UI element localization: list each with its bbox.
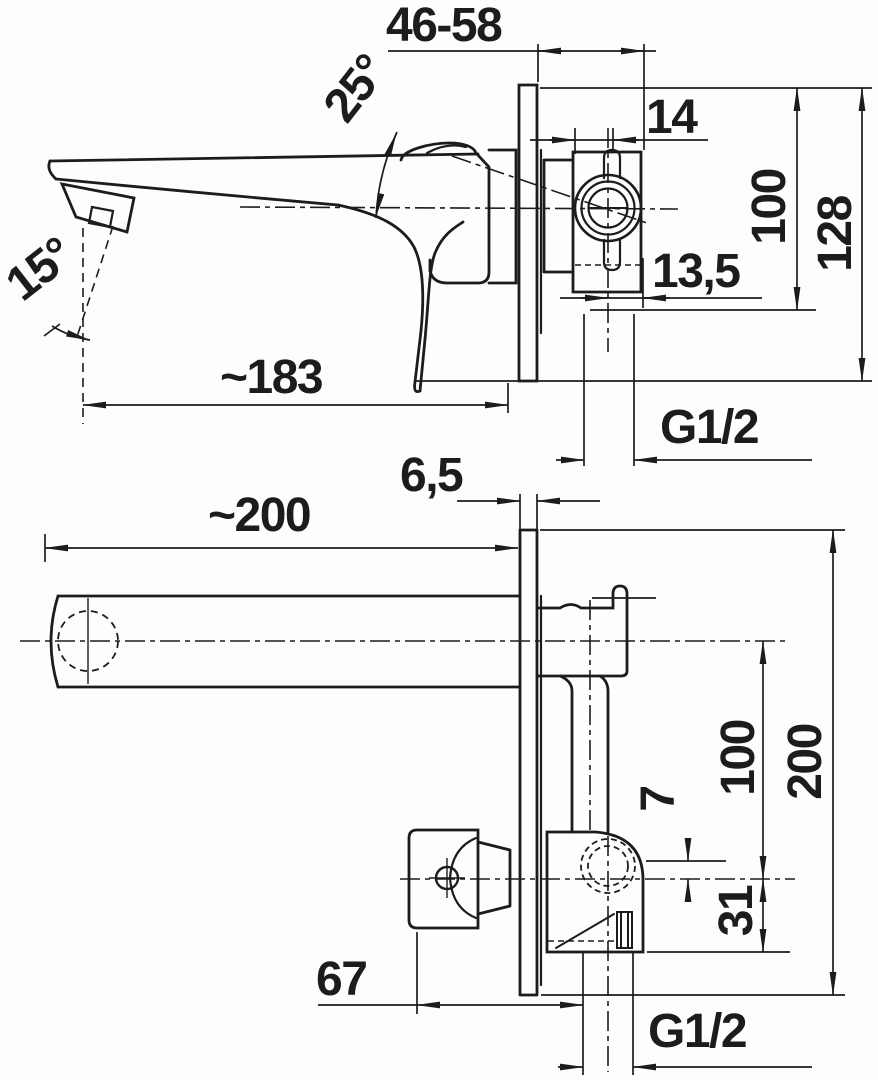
dim-inlet-offset: 7: [632, 786, 685, 812]
dim-bracket-width: 14: [646, 91, 698, 144]
dim-total-height: 128: [809, 196, 862, 272]
bottom-view-linework: [49, 528, 645, 997]
dim-handle-clearance: 67: [316, 953, 368, 1006]
dim-plate-height: 200: [779, 724, 832, 800]
dim-bottom-offset: 31: [710, 885, 763, 937]
bottom-view-dimensions: [44, 494, 845, 1075]
dim-plate-thickness: 6,5: [400, 449, 464, 502]
dim-thread-top: G1/2: [660, 401, 760, 454]
dim-thread-bottom: G1/2: [648, 1005, 748, 1058]
top-view-centerlines: [75, 128, 679, 424]
dim-depth-range: 46-58: [386, 0, 503, 52]
bottom-view-centerlines: [20, 598, 795, 1072]
dim-spout-reach-top: ~183: [220, 351, 324, 404]
dim-center-distance: 100: [712, 720, 765, 796]
dim-center-height: 100: [743, 169, 796, 245]
dim-side-offset: 13,5: [652, 245, 741, 298]
top-view-linework: [47, 83, 643, 393]
dim-spout-reach-bottom: ~200: [208, 489, 312, 542]
top-view-dimensions: [43, 44, 872, 466]
